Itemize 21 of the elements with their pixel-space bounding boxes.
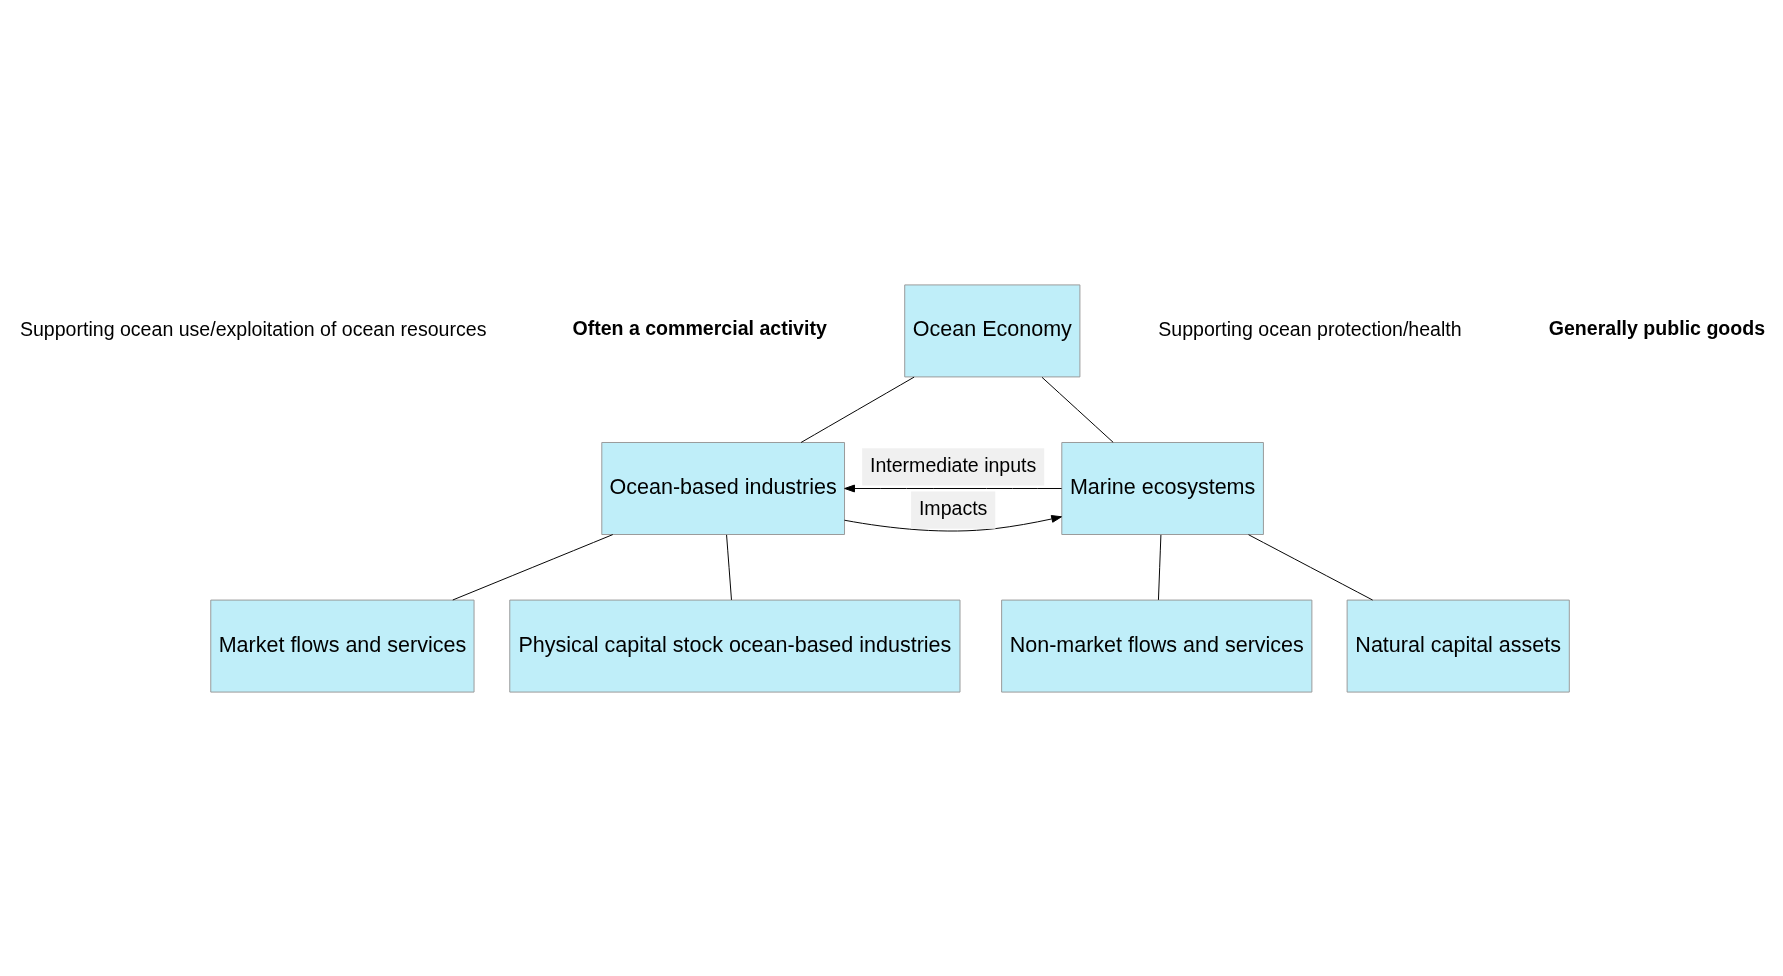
node-box: Marine ecosystems: [1061, 441, 1264, 535]
label: Supporting ocean use/exploitation of ocean resources: [19, 317, 487, 340]
node-box: Natural capital assets: [1346, 599, 1570, 693]
node-box: Physical capital stock ocean-based industries: [509, 599, 961, 693]
edge-label: Impacts: [918, 496, 988, 519]
edge-label: Intermediate inputs: [869, 453, 1037, 476]
label: Often a commercial activity: [572, 316, 827, 339]
label: Generally public goods: [1548, 316, 1766, 339]
node-box: Ocean-based industries: [601, 441, 845, 535]
connector: [1248, 533, 1374, 601]
arrow: [844, 514, 1062, 531]
label: Supporting ocean protection/health: [1158, 317, 1462, 340]
arrow: [844, 484, 1063, 492]
connector: [452, 533, 614, 600]
connector: [1041, 376, 1114, 443]
connector: [1157, 533, 1162, 600]
node-box: Non-market flows and services: [1001, 599, 1313, 693]
node-box: Market flows and services: [210, 599, 475, 693]
connector: [800, 376, 915, 443]
node-box: Ocean Economy: [904, 283, 1081, 377]
connector: [726, 533, 732, 600]
